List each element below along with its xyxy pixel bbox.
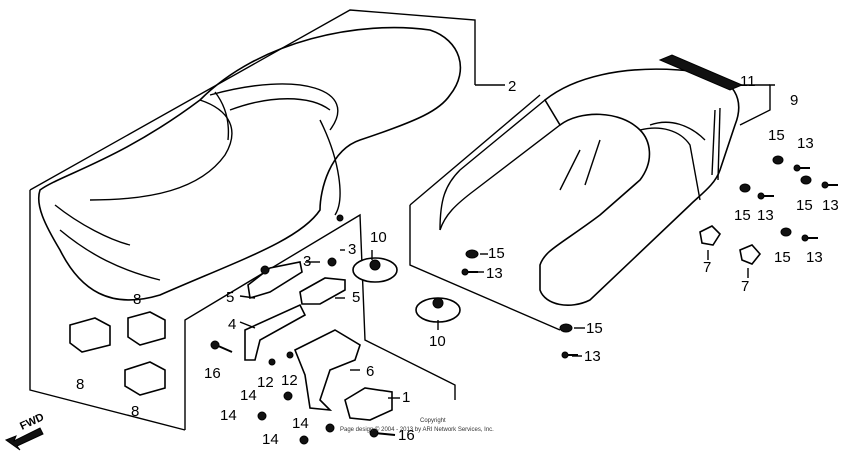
callout-3b: 3 <box>348 241 356 258</box>
fwd-label: FWD <box>18 411 46 432</box>
callout-5a: 5 <box>226 289 234 306</box>
fastener-group <box>210 155 838 445</box>
callout-12b: 12 <box>281 372 298 389</box>
callout-14c: 14 <box>292 415 309 432</box>
seat-part[interactable] <box>37 26 462 301</box>
callout-14d: 14 <box>262 431 279 448</box>
callout-9: 9 <box>790 92 798 109</box>
callout-11: 11 <box>740 73 756 90</box>
callout-2: 2 <box>508 78 516 95</box>
callout-15e: 15 <box>488 245 505 262</box>
callout-10b: 10 <box>429 333 446 350</box>
fwd-arrow-icon: FWD <box>4 411 46 451</box>
copyright-line-2: Page design © 2004 - 2013 by ARI Network… <box>340 426 494 433</box>
callout-14a: 14 <box>240 387 257 404</box>
rubber-block-8a[interactable] <box>69 317 111 353</box>
callout-15d: 15 <box>774 249 791 266</box>
tail-cowl-part[interactable] <box>439 68 740 306</box>
rubber-7b[interactable] <box>739 244 762 265</box>
callout-12a: 12 <box>257 374 274 391</box>
rubber-7a[interactable] <box>699 225 722 246</box>
bracket-4[interactable] <box>244 303 307 361</box>
callout-7a: 7 <box>703 259 711 276</box>
bumper-10b[interactable] <box>415 297 461 323</box>
callout-16b: 16 <box>398 427 415 444</box>
callout-8b: 8 <box>76 376 84 393</box>
bracket-6[interactable] <box>293 329 361 412</box>
callout-6: 6 <box>366 363 374 380</box>
callout-1: 1 <box>402 389 410 406</box>
rubber-block-8c[interactable] <box>124 361 166 396</box>
callout-8c: 8 <box>131 403 139 420</box>
leader-lines <box>239 249 749 399</box>
callout-8a: 8 <box>133 291 141 308</box>
callout-5b: 5 <box>352 289 360 306</box>
callout-3a: 3 <box>303 253 311 270</box>
emblem-part[interactable] <box>658 54 744 91</box>
lock-part-1[interactable] <box>344 387 393 421</box>
hinge-bracket-3b[interactable] <box>299 257 346 305</box>
callout-13f: 13 <box>584 348 601 365</box>
callout-13d: 13 <box>806 249 823 266</box>
callout-15f: 15 <box>586 320 603 337</box>
callout-14b: 14 <box>220 407 237 424</box>
callout-15b: 15 <box>734 207 751 224</box>
hinge-bracket-3a[interactable] <box>247 261 303 300</box>
rubber-block-8b[interactable] <box>127 311 166 346</box>
callout-15a: 15 <box>768 127 785 144</box>
bumper-10a[interactable] <box>352 257 398 283</box>
callout-10a: 10 <box>370 229 387 246</box>
callouts: 1 2 3 3 4 5 5 6 7 7 8 8 8 9 10 10 11 12 … <box>76 73 839 448</box>
callout-13b: 13 <box>757 207 774 224</box>
callout-13e: 13 <box>486 265 503 282</box>
callout-13c: 13 <box>822 197 839 214</box>
callout-7b: 7 <box>741 278 749 295</box>
callout-13a: 13 <box>797 135 814 152</box>
callout-15c: 15 <box>796 197 813 214</box>
copyright-line-1: Copyright <box>420 418 446 424</box>
callout-16a: 16 <box>204 365 221 382</box>
callout-4: 4 <box>228 316 236 333</box>
